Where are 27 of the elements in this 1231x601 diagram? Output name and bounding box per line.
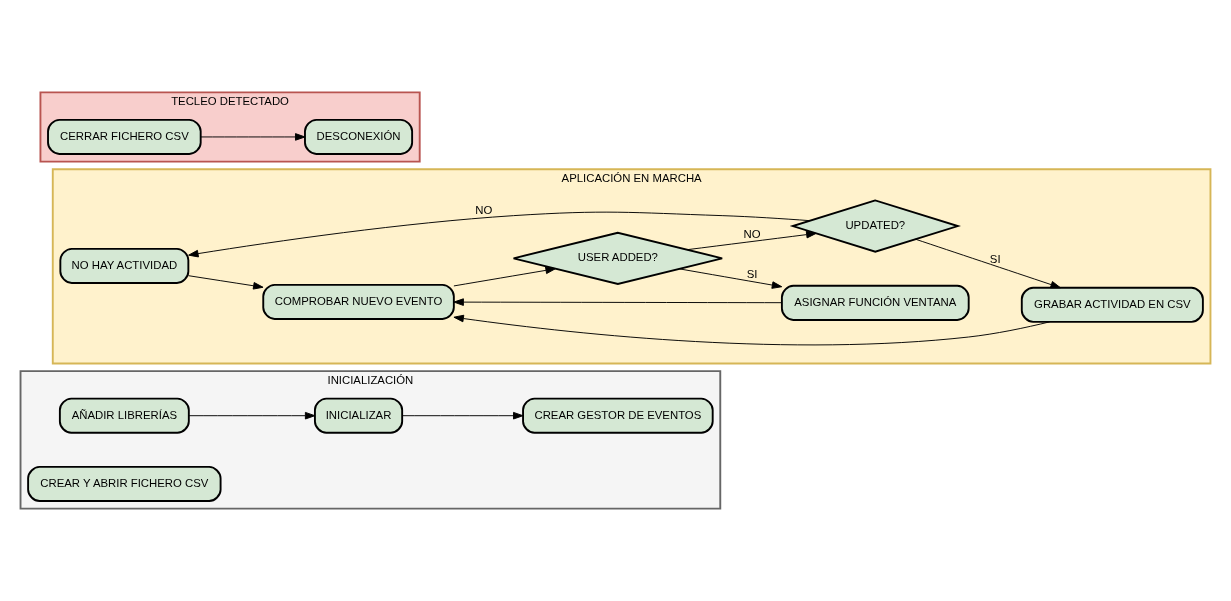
arrow bbox=[915, 238, 1061, 289]
node-box: CREAR GESTOR DE EVENTOS bbox=[522, 397, 714, 434]
node-box: COMPROBAR NUEVO EVENTO bbox=[262, 283, 455, 320]
arrow bbox=[686, 230, 817, 251]
edge-label: NO bbox=[743, 228, 761, 241]
node-box: DESCONEXIÓN bbox=[304, 118, 414, 155]
arrow bbox=[200, 133, 306, 141]
node-box: ASIGNAR FUNCIÓN VENTANA bbox=[780, 284, 970, 321]
edge-label: NO bbox=[475, 204, 493, 217]
node-diamond: UPDATED? bbox=[789, 199, 961, 253]
edge-label: SI bbox=[746, 267, 758, 280]
arrow bbox=[188, 275, 264, 290]
arrow bbox=[401, 411, 524, 420]
arrow bbox=[678, 268, 783, 289]
node-diamond: USER ADDED? bbox=[512, 231, 724, 285]
arrow bbox=[453, 266, 556, 287]
arrow bbox=[453, 314, 1051, 346]
node-box: INICIALIZAR bbox=[314, 397, 404, 434]
edge-label: SI bbox=[989, 252, 1001, 265]
arrow bbox=[188, 211, 811, 258]
arrow bbox=[453, 298, 783, 306]
node-box: GRABAR ACTIVIDAD EN CSV bbox=[1020, 286, 1204, 323]
node-box: NO HAY ACTIVIDAD bbox=[59, 247, 190, 284]
arrow bbox=[188, 411, 316, 420]
node-box: AÑADIR LIBRERÍAS bbox=[58, 397, 190, 434]
node-box: CERRAR FICHERO CSV bbox=[47, 118, 202, 155]
node-box: CREAR Y ABRIR FICHERO CSV bbox=[27, 465, 222, 502]
